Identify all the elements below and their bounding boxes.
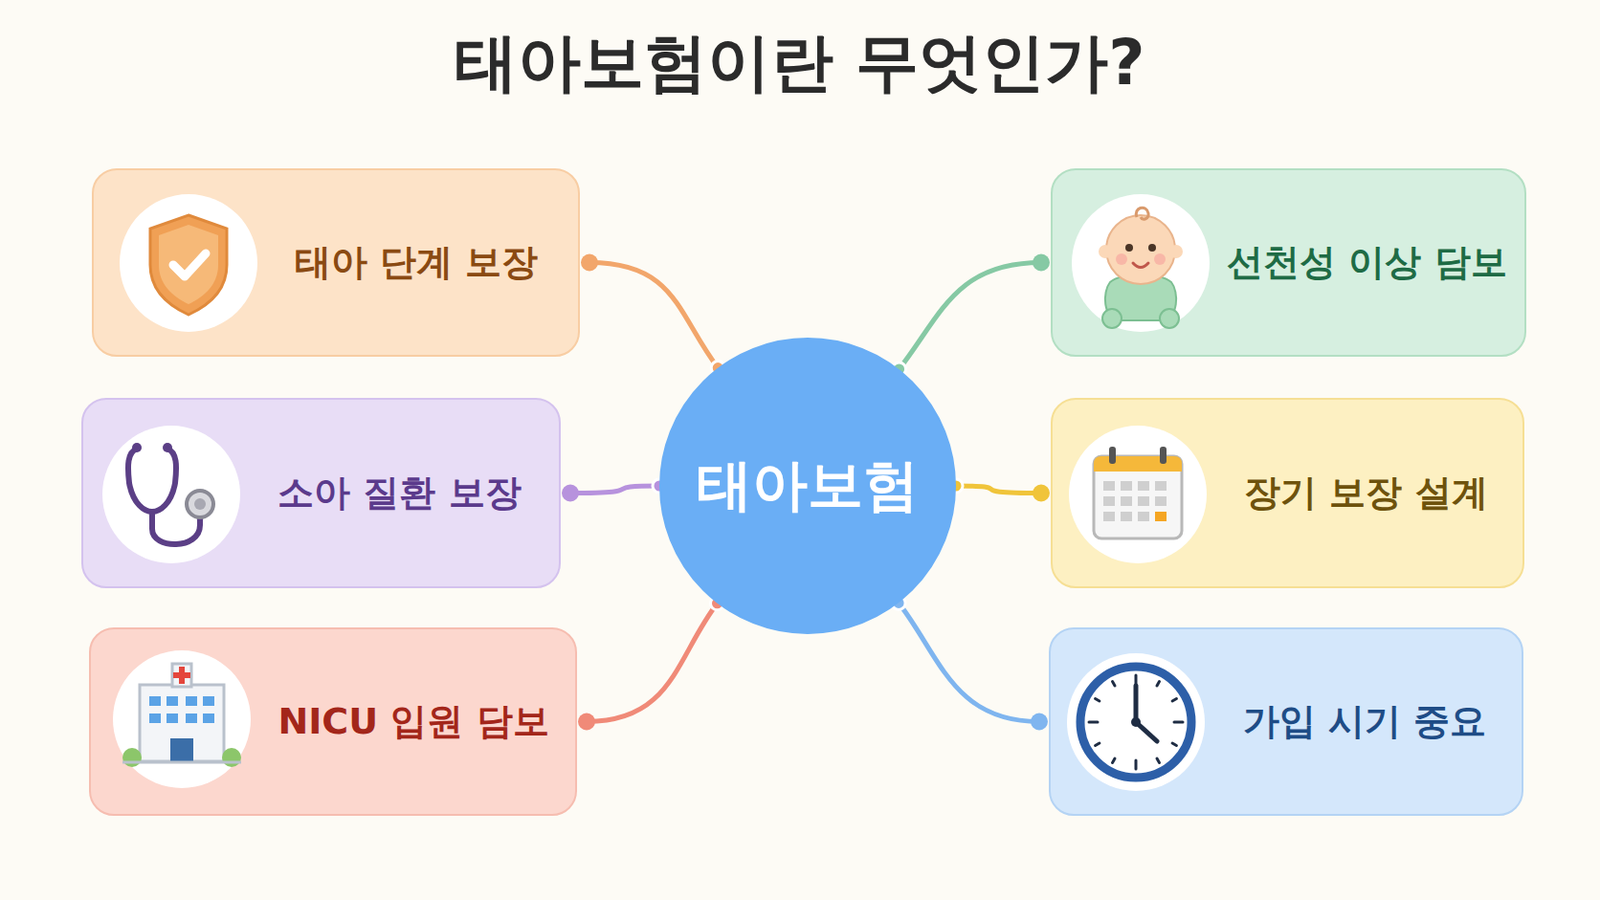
topic-box: 장기 보장 설계 (1050, 398, 1525, 589)
connector-dot (580, 254, 599, 272)
topic-label: 선천성 이상 담보 (1226, 239, 1507, 288)
connector-line (589, 263, 718, 369)
connector-line (570, 486, 660, 494)
topic-box: 가입 시기 중요 (1048, 627, 1524, 817)
topic-label: 태아 단계 보장 (294, 238, 538, 288)
connector (561, 479, 667, 503)
connector-line (955, 486, 1042, 494)
connector (577, 597, 724, 732)
connector-line (586, 603, 717, 723)
connector-dot (577, 713, 596, 732)
connector-line (898, 602, 1040, 722)
connector-line (899, 263, 1042, 370)
connector (949, 479, 1050, 503)
topic-box: 선천성 이상 담보 (1050, 168, 1527, 357)
topic-label: NICU 입원 담보 (277, 697, 549, 747)
connector-dot (1030, 713, 1048, 732)
topic-box: 태아 단계 보장 (91, 168, 580, 357)
diagram-title: 태아보험이란 무엇인가? (0, 28, 1600, 99)
topic-box: NICU 입원 담보 (88, 627, 578, 817)
topic-label: 장기 보장 설계 (1244, 468, 1488, 518)
connector-dot (1032, 485, 1050, 503)
connector (891, 596, 1048, 731)
center-label: 태아보험 (696, 448, 919, 524)
connector-dot (1032, 254, 1050, 272)
topic-label: 가입 시기 중요 (1243, 697, 1487, 747)
topic-label: 소아 질환 보장 (277, 468, 521, 518)
center-circle: 태아보험 (659, 337, 956, 635)
topic-box: 소아 질환 보장 (81, 398, 561, 589)
connector (580, 254, 725, 376)
connector-dot (561, 485, 579, 503)
connector (892, 254, 1050, 377)
